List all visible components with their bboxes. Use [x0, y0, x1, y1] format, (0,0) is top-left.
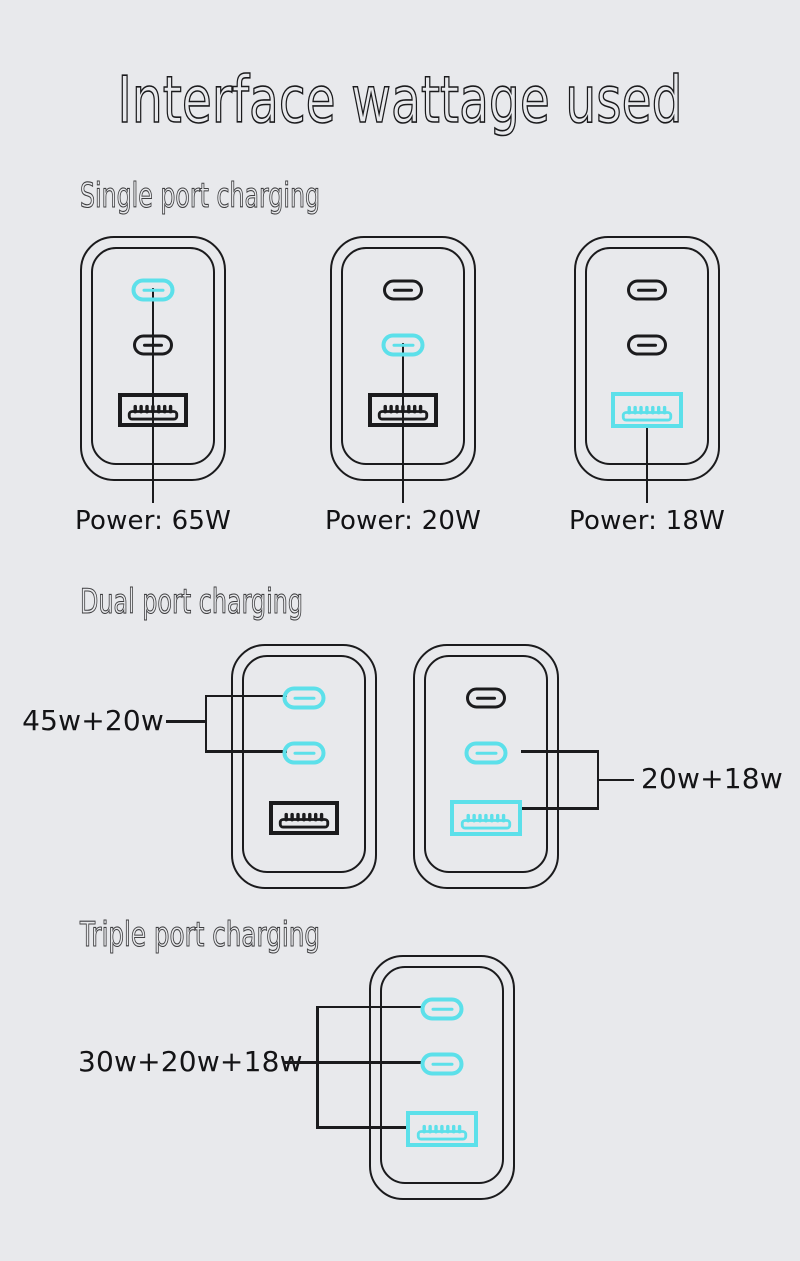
wattage-label-30w-20w-18w: 30w+20w+18w	[78, 1045, 303, 1078]
usb-c-port-2	[282, 741, 326, 765]
bracket-line	[316, 1006, 319, 1129]
port-connector-line	[316, 1126, 407, 1129]
usb-a-pins-icon	[377, 404, 429, 421]
section-heading-triple: Triple port charging	[79, 914, 321, 955]
port-connector-line	[519, 807, 599, 810]
svg-text:Single port charging: Single port charging	[80, 176, 320, 216]
power-label-20w: Power: 20W	[325, 506, 481, 536]
usb-a-pins-icon	[127, 404, 179, 421]
wattage-label-20w-18w: 20w+18w	[641, 762, 783, 795]
charger-dual-20w-18w	[413, 644, 559, 889]
usb-a-port	[368, 393, 438, 427]
section-heading-dual: Dual port charging	[79, 581, 303, 622]
indicator-line	[645, 427, 648, 503]
usb-c-port-2	[381, 333, 425, 357]
usb-c-port-1	[282, 686, 326, 710]
usb-c-port-1	[131, 278, 175, 302]
bracket-line	[204, 695, 207, 753]
wattage-label-45w-20w: 45w+20w	[22, 704, 164, 737]
usb-a-pins-icon	[621, 405, 673, 422]
usb-c-port-1	[466, 687, 506, 709]
charger-dual-45w-20w	[231, 644, 377, 889]
usb-a-pins-icon	[460, 813, 512, 830]
usb-a-pins-icon	[416, 1124, 468, 1141]
power-label-18w: Power: 18W	[569, 506, 725, 536]
port-connector-line	[316, 1005, 422, 1009]
usb-a-port	[450, 800, 522, 836]
label-connector-line	[166, 720, 207, 723]
usb-a-pins-icon	[278, 812, 330, 829]
charger-triple-30w-20w-18w	[369, 955, 515, 1200]
usb-c-port-2	[420, 1052, 464, 1076]
usb-c-port-2	[627, 334, 667, 356]
usb-c-port-1	[627, 279, 667, 301]
usb-a-port	[118, 393, 188, 427]
usb-c-port-2	[133, 334, 173, 356]
page-title: Interface wattage used	[117, 63, 684, 139]
port-connector-line	[521, 750, 599, 753]
svg-text:Dual port charging: Dual port charging	[80, 582, 303, 622]
label-connector-line	[283, 1061, 422, 1064]
usb-c-port-1	[420, 997, 464, 1021]
port-connector-line	[204, 750, 287, 753]
usb-a-port	[269, 801, 339, 835]
usb-a-port	[406, 1111, 478, 1147]
usb-a-port	[611, 392, 683, 428]
usb-c-port-1	[383, 279, 423, 301]
section-heading-single: Single port charging	[79, 175, 320, 216]
svg-text:Interface wattage used: Interface wattage used	[118, 64, 683, 138]
port-connector-line	[204, 694, 287, 698]
label-connector-line	[597, 778, 634, 782]
power-label-65w: Power: 65W	[75, 506, 231, 536]
svg-text:Triple port charging: Triple port charging	[79, 915, 320, 955]
usb-c-port-2	[464, 741, 508, 765]
